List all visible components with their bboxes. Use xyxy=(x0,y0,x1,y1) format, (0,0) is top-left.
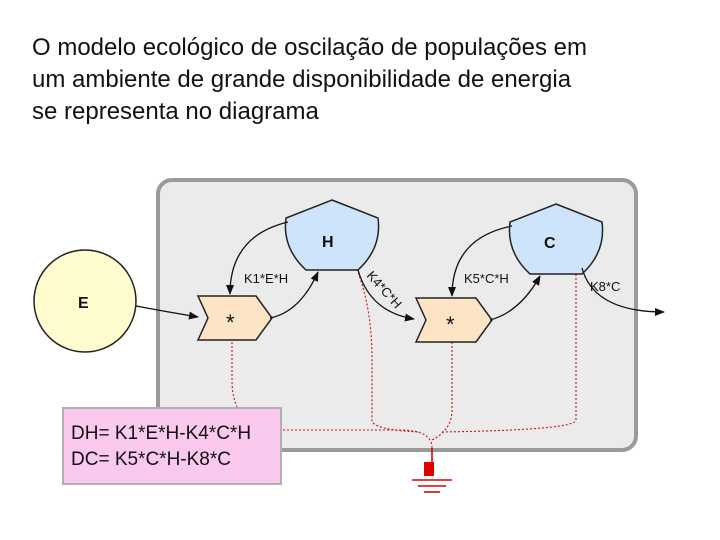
heat-drain-lines xyxy=(231,257,577,449)
flow-k5-label: K5*C*H xyxy=(464,271,509,286)
flow-carnivore-out xyxy=(581,267,665,316)
drain-carnivore xyxy=(439,262,577,433)
heat-sink-icon xyxy=(412,448,452,493)
flow-interaction-1-to-herbivore xyxy=(269,271,319,319)
carnivore-tank-label: C xyxy=(544,235,556,252)
flow-carnivore-to-interaction-2 xyxy=(448,225,513,297)
equation-box xyxy=(62,407,282,485)
herbivore-tank-label: H xyxy=(322,234,334,251)
carnivore-tank xyxy=(508,203,604,275)
title-line-2: um ambiente de grande disponibilidade de… xyxy=(32,66,572,93)
energy-source-label: E xyxy=(78,295,89,312)
interaction-2-symbol: * xyxy=(446,312,455,337)
flow-k1-label: K1*E*H xyxy=(244,271,288,286)
flow-interaction-2-to-carnivore xyxy=(489,275,541,321)
title-line-1: O modelo ecológico de oscilação de popul… xyxy=(32,34,588,61)
title-line-3: se representa no diagrama xyxy=(32,98,319,125)
interaction-1 xyxy=(196,295,273,341)
flow-k8-label: K8*C xyxy=(590,279,620,294)
interaction-1-symbol: * xyxy=(226,310,235,335)
drain-herbivore xyxy=(351,257,421,433)
herbivore-tank xyxy=(284,199,380,271)
flow-herbivore-to-interaction-1 xyxy=(226,221,289,295)
equation-dc: DC= K5*C*H-K8*C xyxy=(71,449,231,470)
energy-source-circle xyxy=(33,249,137,353)
interaction-2 xyxy=(414,297,493,343)
flow-energy-to-interaction-1 xyxy=(135,305,199,320)
drain-interaction-2 xyxy=(431,338,453,441)
equation-dh: DH= K1*E*H-K4*C*H xyxy=(71,423,251,444)
drain-interaction-1 xyxy=(231,338,433,449)
flow-herbivore-to-interaction-2 xyxy=(357,269,415,322)
page-title: O modelo ecológico de oscilação de popul… xyxy=(32,32,692,128)
